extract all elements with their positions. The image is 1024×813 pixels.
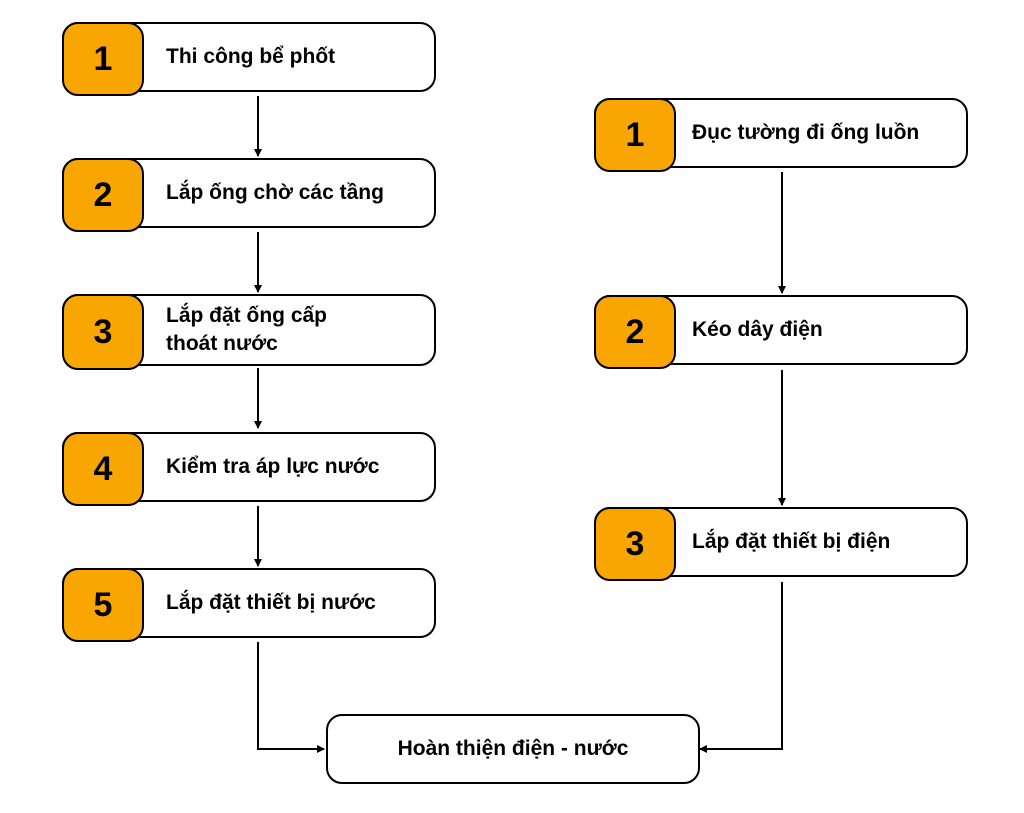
step-label: Lắp ống chờ các tầng xyxy=(166,180,384,204)
right-step-1: 1 Đục tường đi ống luồn xyxy=(594,98,968,172)
left-step-5: 5 Lắp đặt thiết bị nước xyxy=(62,568,436,642)
left-step-2: 2 Lắp ống chờ các tầng xyxy=(62,158,436,232)
step-label: Kiểm tra áp lực nước xyxy=(166,454,380,478)
step-label: Lắp đặt thiết bị nước xyxy=(166,590,376,614)
right-step-2: 2 Kéo dây điện xyxy=(594,295,968,369)
arrow-left-to-final xyxy=(257,642,325,753)
arrow-right-to-final xyxy=(699,582,783,753)
step-number-badge: 1 xyxy=(62,22,144,96)
step-number-badge: 4 xyxy=(62,432,144,506)
step-label: Lắp đặt ống cấp thoát nước xyxy=(166,303,328,355)
step-label: Đục tường đi ống luồn xyxy=(692,120,920,144)
final-step: Hoàn thiện điện - nước xyxy=(326,714,700,784)
final-step-label: Hoàn thiện điện - nước xyxy=(397,737,629,760)
step-number-badge: 1 xyxy=(594,98,676,172)
step-number-badge: 3 xyxy=(62,294,144,370)
step-number-badge: 3 xyxy=(594,507,676,581)
step-label: Lắp đặt thiết bị điện xyxy=(692,529,891,553)
step-label: Kéo dây điện xyxy=(692,317,823,341)
step-number-badge: 2 xyxy=(594,295,676,369)
left-step-1: 1 Thi công bể phốt xyxy=(62,22,436,96)
step-label: Thi công bể phốt xyxy=(166,44,336,68)
left-step-3: 3 Lắp đặt ống cấp thoát nước xyxy=(62,294,436,370)
right-step-3: 3 Lắp đặt thiết bị điện xyxy=(594,507,968,581)
left-step-4: 4 Kiểm tra áp lực nước xyxy=(62,432,436,506)
step-number-badge: 2 xyxy=(62,158,144,232)
step-number-badge: 5 xyxy=(62,568,144,642)
